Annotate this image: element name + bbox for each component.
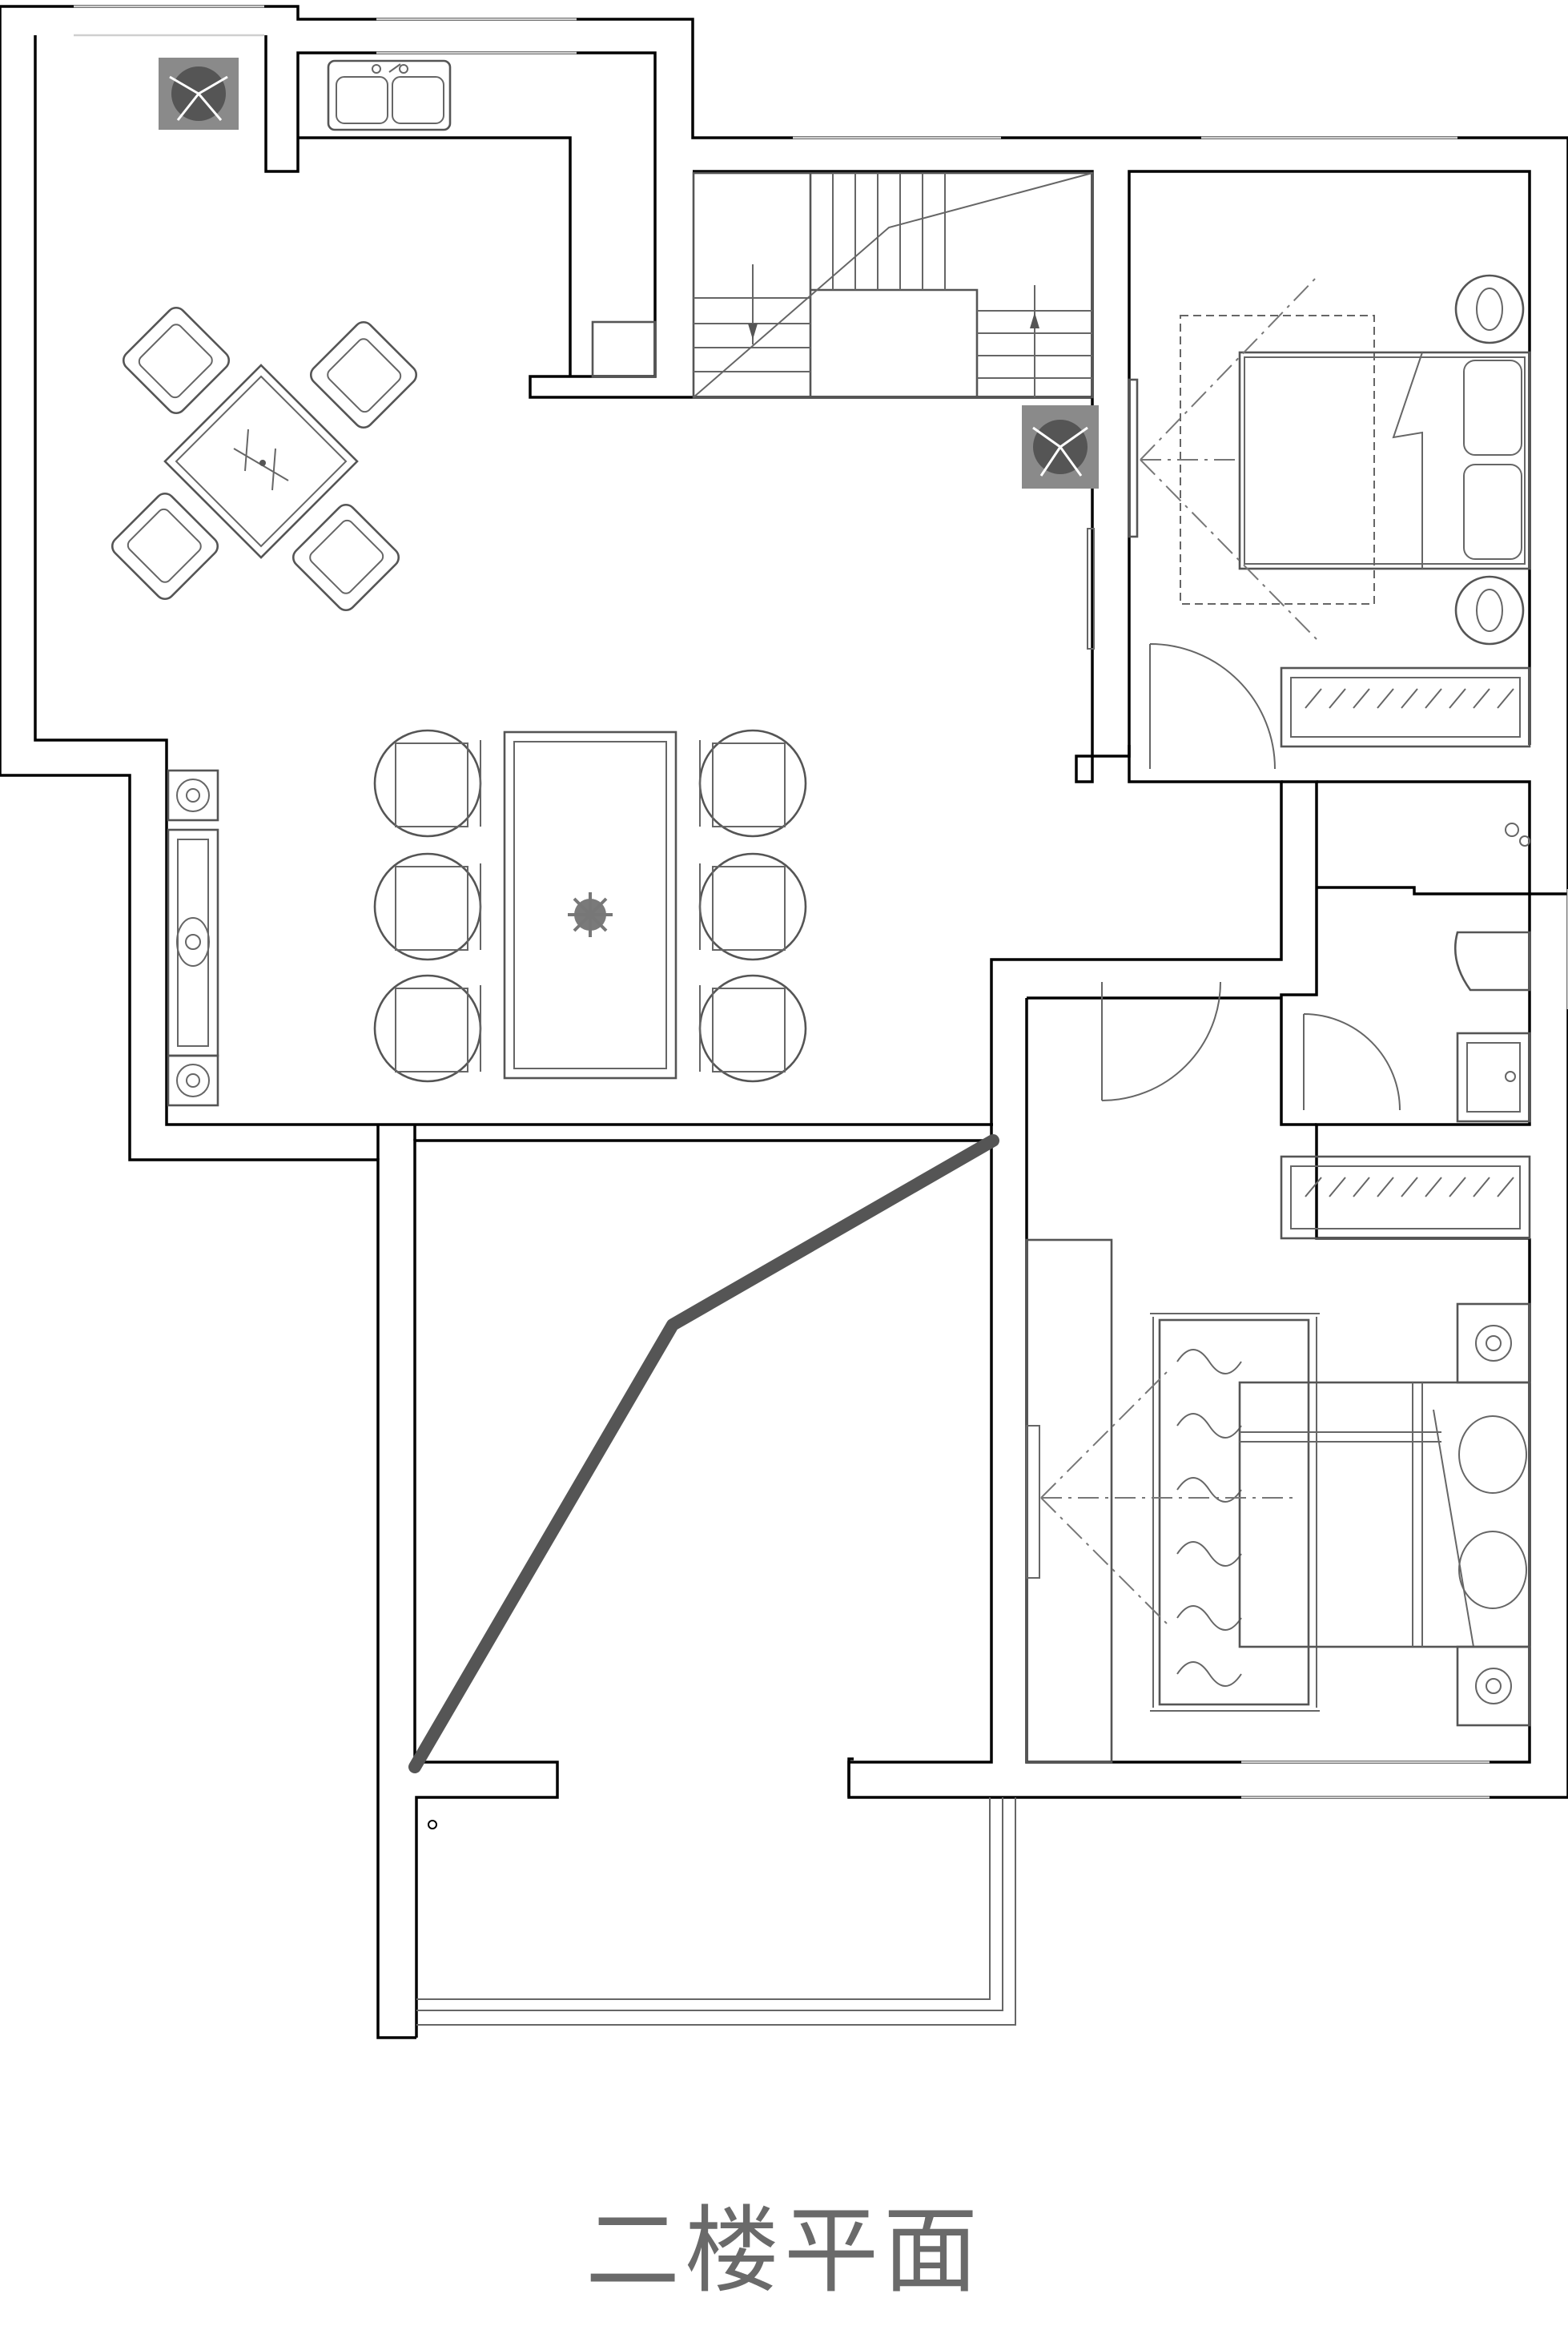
bedroom2-tv-cabinet [1025,1238,1113,1764]
nightstand-lamp [1454,575,1525,646]
terrace-west [376,1125,416,1160]
terrace-railing [416,1797,1016,2026]
lounge-table [163,364,359,559]
armchair [291,503,400,612]
dining-chair [373,852,482,961]
bedroom1-south-wall [990,745,1283,1125]
terrace-divider [413,1125,993,2038]
dining-chair [698,852,807,961]
bedroom2-bed [1040,1369,1531,1648]
dining-chair [373,974,482,1083]
armchair [122,306,231,415]
washbasin [1456,1032,1531,1123]
plant-icon [159,58,239,130]
terrace-edge-line [408,1134,999,1773]
kitchen-counter-end [591,320,657,378]
drain-icon [428,1820,437,1829]
nightstand [1456,1302,1531,1384]
kitchen-sink [327,59,452,131]
bedroom1-wardrobe [1280,666,1531,748]
stair-enclosure [693,170,1531,783]
faucet-icon [1505,823,1530,847]
west-wall-outer [0,6,416,2039]
plan-title: 二楼平面 [585,2195,983,2306]
windows [74,5,1568,1799]
dining-table [503,730,677,1080]
door-swing [1149,643,1276,770]
bath-wall [1315,780,1531,1240]
west-wall-inner [34,35,993,1126]
nightstand-lamp [1454,274,1525,344]
bath-inner [1317,886,1568,895]
bedroom2-wardrobe [1280,1155,1531,1240]
plant-icon [1022,405,1099,489]
armchair [309,320,418,429]
staircase [692,171,1094,399]
kitchen-counter-wall [298,136,572,376]
kitchen-partition [264,35,1092,399]
door-swing [1303,1013,1401,1111]
bedroom2-rug [1150,1313,1320,1712]
dining-chair [698,974,807,1083]
armchair [111,492,219,601]
toilet [1454,931,1531,992]
bedroom1-tv-panel [1087,378,1139,650]
bedroom1-bed [1140,275,1531,642]
sideboard [167,769,219,1107]
nightstand [1456,1645,1531,1727]
door-swing [1101,981,1221,1101]
dining-chair [698,729,807,838]
dining-chair [373,729,482,838]
corridor-wall [1280,780,1318,1126]
